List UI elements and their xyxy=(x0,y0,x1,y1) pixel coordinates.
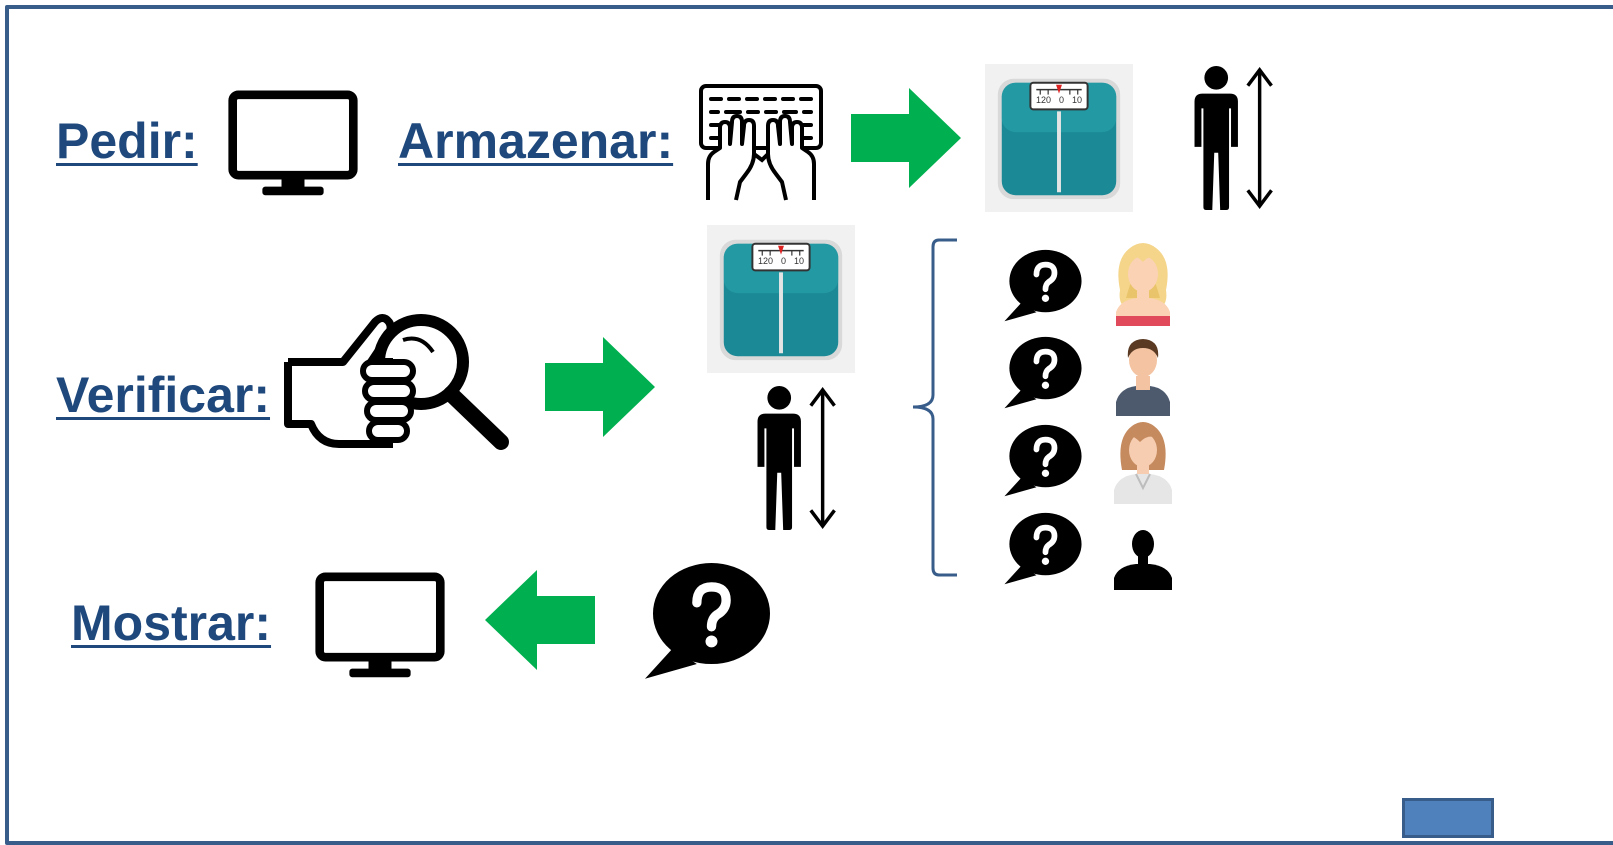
question-bubble-icon xyxy=(997,245,1089,327)
silhouette-avatar xyxy=(1114,530,1172,590)
man-avatar xyxy=(1116,339,1170,416)
dial-label: 10 xyxy=(793,256,804,266)
curly-brace xyxy=(912,238,957,577)
woman-avatar xyxy=(1114,422,1172,504)
dial-label: 10 xyxy=(1071,95,1082,105)
question-bubble-icon xyxy=(630,555,785,688)
woman-blonde-avatar xyxy=(1116,243,1170,326)
pedir-label: Pedir: xyxy=(56,113,198,169)
verificar-label: Verificar: xyxy=(56,367,271,423)
scale-dial-text: 120 0 10 xyxy=(1036,95,1082,105)
question-bubble-icon xyxy=(997,420,1089,502)
hand-magnifier-icon xyxy=(284,314,509,450)
question-bubble-icon xyxy=(997,508,1089,590)
arrow-right-icon xyxy=(545,337,655,437)
monitor-icon xyxy=(226,88,360,203)
person-height-icon xyxy=(750,384,842,532)
bathroom-scale-icon xyxy=(985,64,1133,212)
dial-label: 120 xyxy=(758,256,774,266)
person-height-icon xyxy=(1186,64,1280,212)
dial-label: 0 xyxy=(1059,95,1065,105)
scale-dial-text: 120 0 10 xyxy=(758,256,804,266)
corner-box xyxy=(1402,798,1494,838)
dial-label: 0 xyxy=(781,256,787,266)
arrow-left-icon xyxy=(485,570,595,670)
question-bubble-icon xyxy=(997,332,1089,414)
armazenar-label: Armazenar: xyxy=(398,113,674,169)
monitor-icon xyxy=(313,570,447,685)
arrow-right-icon xyxy=(851,88,961,188)
dial-label: 120 xyxy=(1036,95,1052,105)
bathroom-scale-icon xyxy=(707,225,855,373)
mostrar-label: Mostrar: xyxy=(71,595,272,651)
keyboard-typing-icon xyxy=(699,84,823,201)
